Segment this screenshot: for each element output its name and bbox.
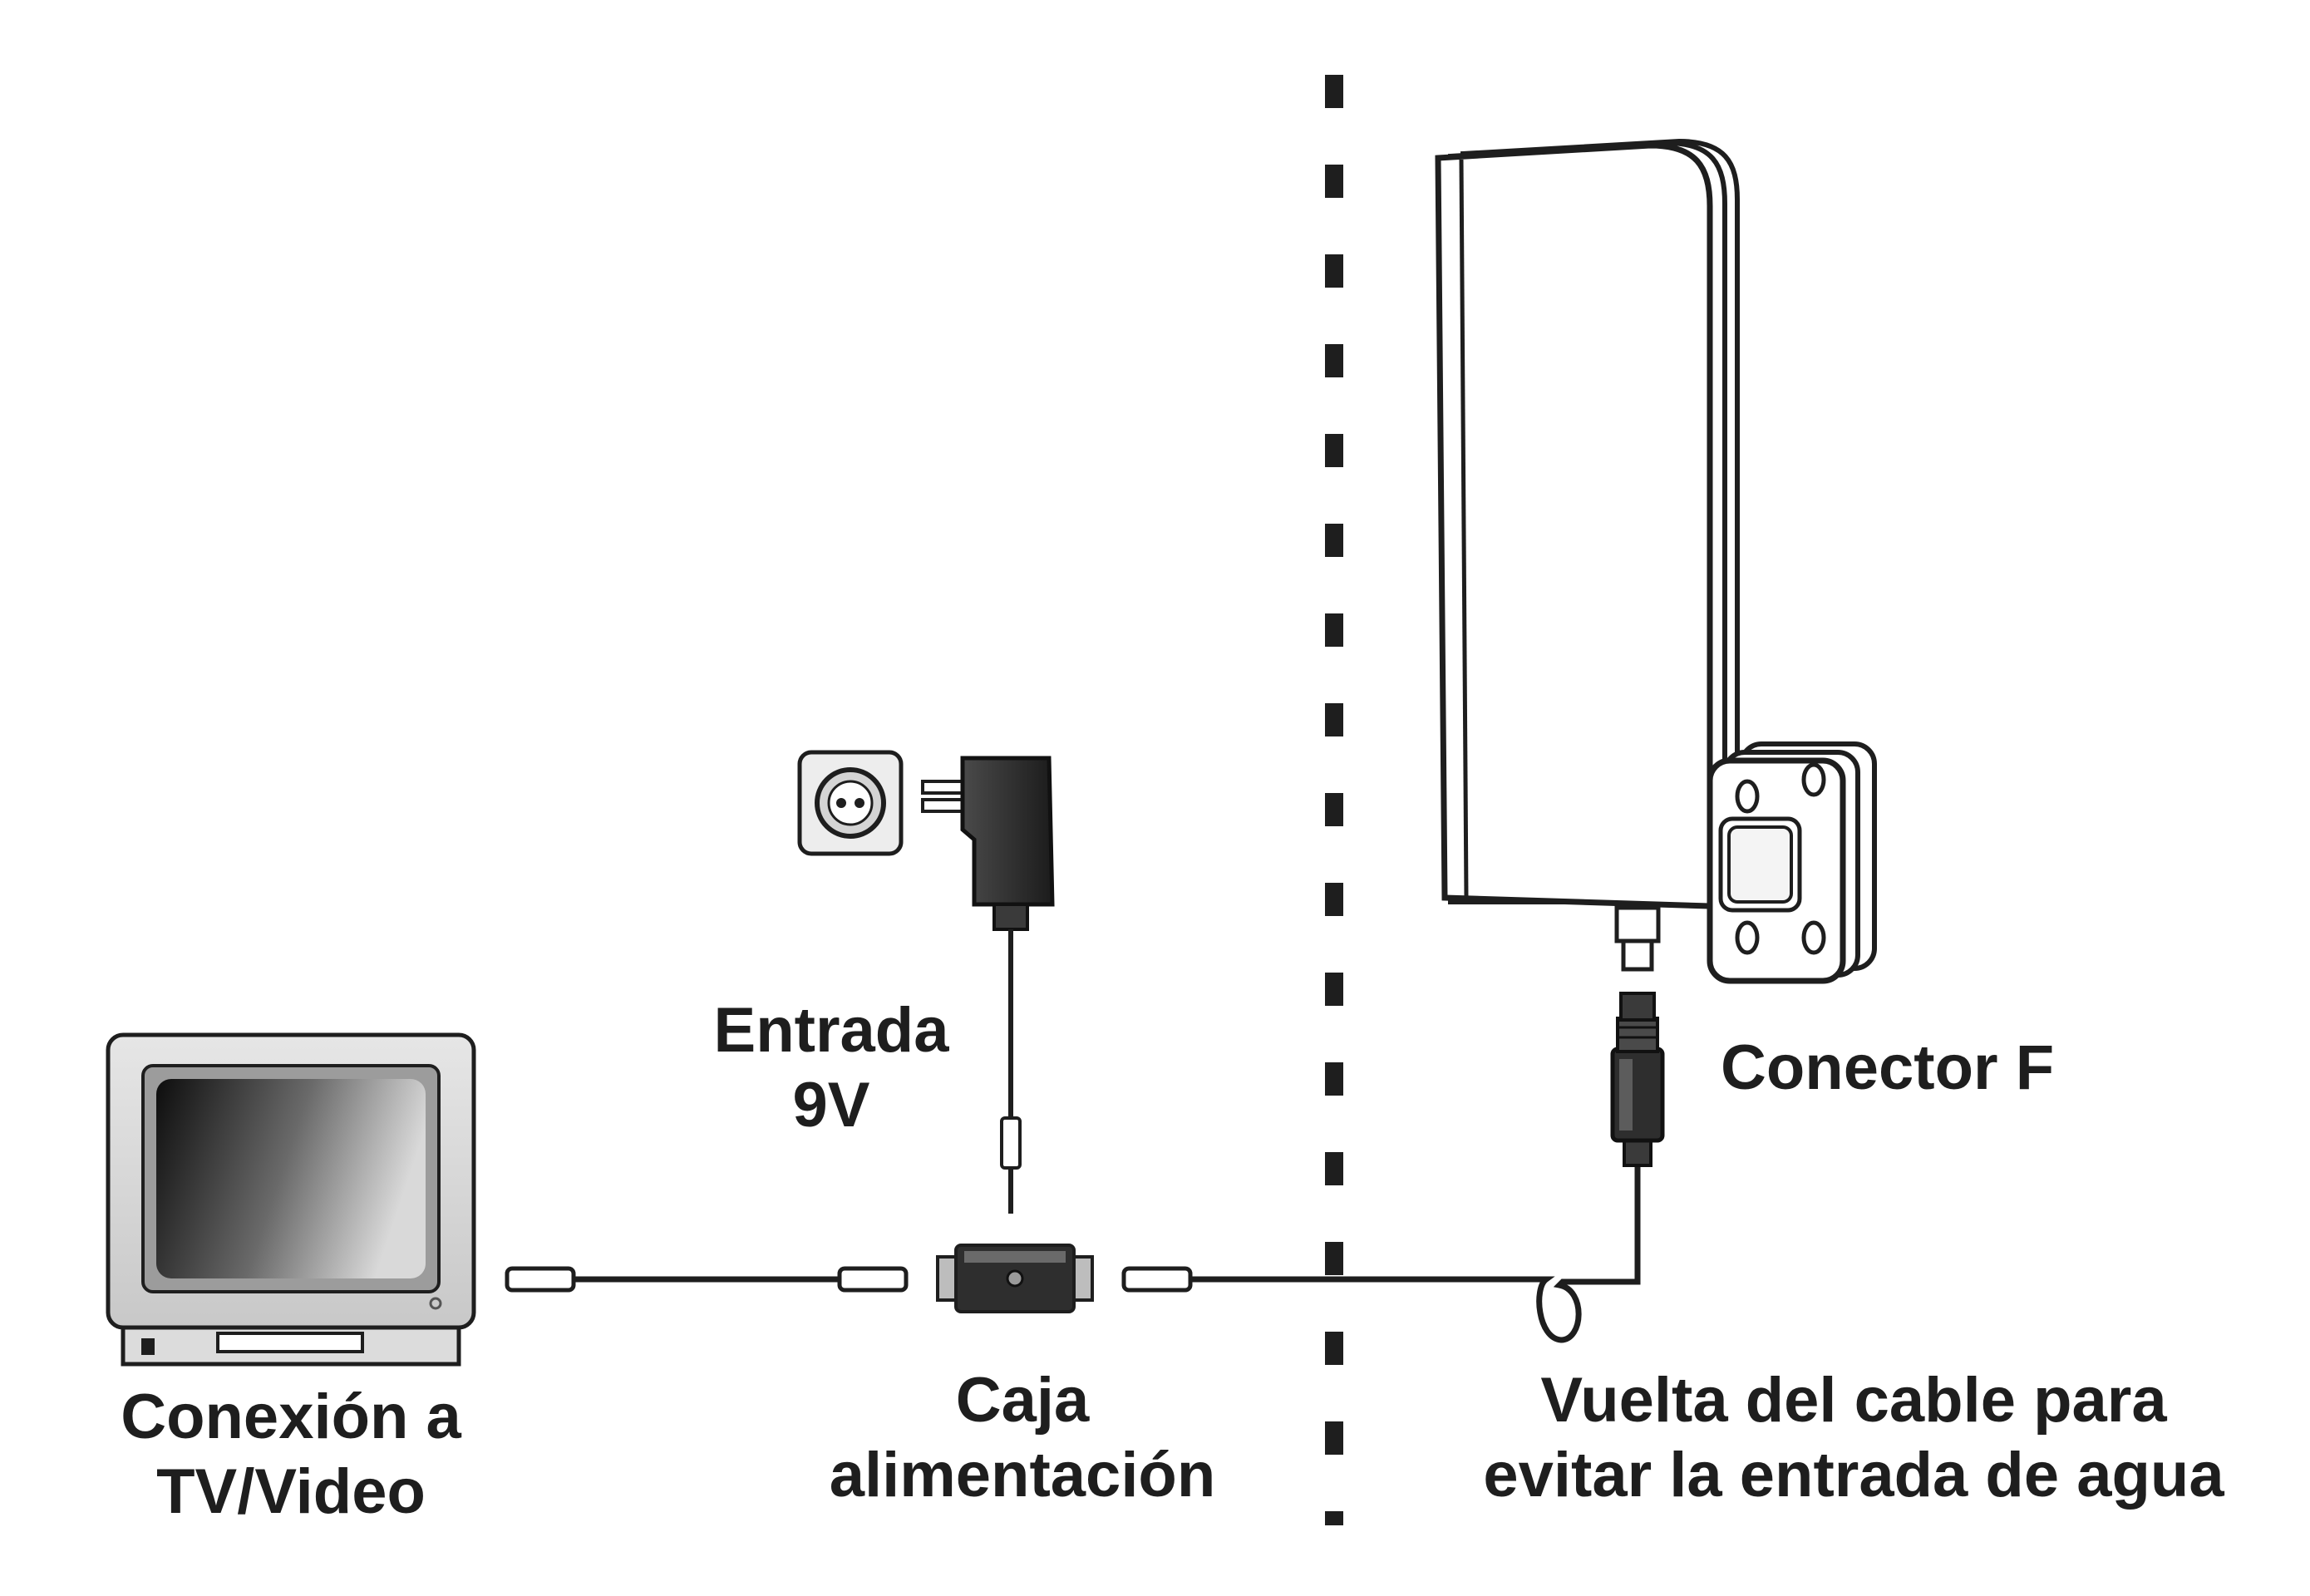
power-adapter-icon — [921, 756, 1055, 1214]
f-connector-label: Conector F — [1721, 1031, 2103, 1106]
drip-loop-label-line1: Vuelta del cable para — [1540, 1365, 2167, 1436]
power-input-label-line2: 9V — [792, 1070, 870, 1140]
drip-loop-label: Vuelta del cable para evitar la entrada … — [1413, 1363, 2294, 1513]
antenna-cable — [1121, 1164, 1641, 1343]
tv-connection-label: Conexión a TV/Video — [66, 1380, 515, 1530]
wall-socket-icon — [797, 750, 904, 856]
power-input-label-line1: Entrada — [713, 995, 949, 1066]
power-input-label: Entrada 9V — [682, 993, 981, 1143]
power-box-icon — [936, 1244, 1094, 1313]
mounting-bracket-icon — [1707, 741, 1877, 984]
tv-connection-label-line2: TV/Video — [156, 1456, 426, 1527]
power-box-label-line1: Caja — [955, 1365, 1090, 1436]
drip-loop-label-line2: evitar la entrada de agua — [1483, 1440, 2224, 1510]
tv-connection-label-line1: Conexión a — [121, 1382, 461, 1452]
power-box-label-line2: alimentación — [829, 1440, 1216, 1510]
f-connector-label-line1: Conector F — [1721, 1032, 2055, 1103]
tv-icon — [106, 1032, 476, 1367]
tv-cable — [505, 1266, 909, 1293]
f-connector-icon — [1610, 992, 1665, 1167]
power-box-label: Caja alimentación — [790, 1363, 1255, 1513]
antenna-icon — [1435, 138, 1740, 972]
